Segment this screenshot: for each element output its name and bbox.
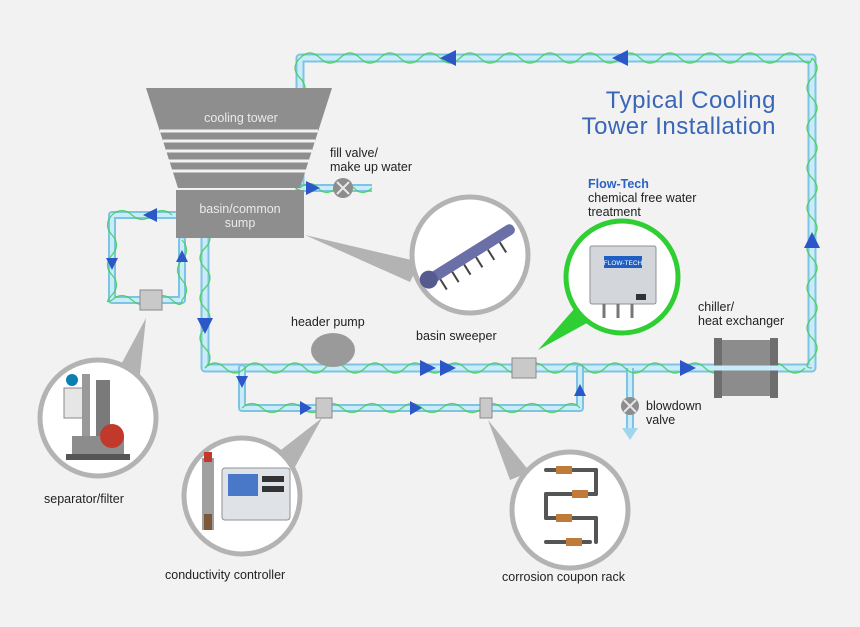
basin-sweeper-label: basin sweeper <box>416 329 497 343</box>
fill-valve-icon <box>333 178 353 198</box>
title-line1: Typical Cooling <box>605 87 776 114</box>
blowdown-valve-icon <box>621 397 639 415</box>
treatment-waves <box>106 52 818 414</box>
flowtech-callout: FLOW-TECH <box>563 218 681 336</box>
conductivity-callout <box>181 435 303 557</box>
device-brand: FLOW-TECH <box>604 260 643 267</box>
separator-callout <box>37 357 159 479</box>
main-loop-pipe <box>200 53 817 373</box>
conductivity-controller-label: conductivity controller <box>165 568 286 582</box>
header-pump-shape <box>311 333 355 367</box>
inline-fittings <box>139 289 537 419</box>
fill-valve-line1: fill valve/ <box>330 146 378 160</box>
corrosion-coupon-rack-label: corrosion coupon rack <box>502 570 625 584</box>
flowtech-line2: treatment <box>588 205 641 219</box>
blowdown-line1: blowdown <box>646 399 702 413</box>
corrosion-rack-callout <box>509 449 631 571</box>
fill-valve-line2: make up water <box>330 160 412 174</box>
basin-label-line2: sump <box>224 216 256 230</box>
chiller-shape <box>714 338 778 398</box>
basin-label: basin/common sump <box>176 202 304 230</box>
blowdown-label: blowdown valve <box>646 399 702 427</box>
flowtech-label: Flow-Tech chemical free water treatment <box>588 177 696 219</box>
chiller-line2: heat exchanger <box>698 314 785 328</box>
diagram-title: Typical Cooling Tower Installation <box>582 88 776 140</box>
flowtech-name: Flow-Tech <box>588 177 649 191</box>
blowdown-line2: valve <box>646 413 676 427</box>
fill-valve-label: fill valve/ make up water <box>330 146 412 174</box>
separator-filter-label: separator/filter <box>44 492 124 506</box>
title-line2: Tower Installation <box>581 113 776 140</box>
flow-arrows <box>106 50 820 415</box>
cooling-tower-label: cooling tower <box>204 111 278 125</box>
separator-loop-pipe <box>108 211 186 304</box>
chiller-label: chiller/ heat exchanger <box>698 300 784 328</box>
basin-sweeper-callout <box>409 194 531 316</box>
basin-label-line1: basin/common <box>199 202 281 216</box>
cooling-tower-shape <box>146 88 332 238</box>
flowtech-line1: chemical free water <box>588 191 697 205</box>
header-pump-label: header pump <box>291 315 365 329</box>
chiller-line1: chiller/ <box>698 300 735 314</box>
